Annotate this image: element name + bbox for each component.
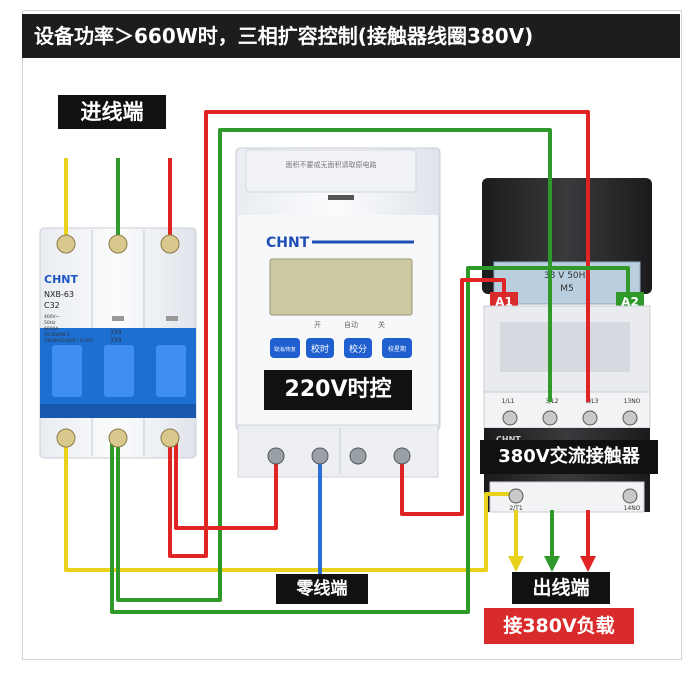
contactor-terminal-label: 5/L3 xyxy=(586,398,599,405)
wire-green-to-contactor xyxy=(116,128,552,602)
contactor-slider xyxy=(500,322,630,372)
breaker-spec-line: GB10963.1 xyxy=(44,338,69,344)
contactor-terminal-label: 3/L2 xyxy=(546,398,559,405)
terminal-screws xyxy=(56,234,638,504)
timer-button-week[interactable] xyxy=(382,338,412,358)
breaker-brand: CHNT xyxy=(44,273,78,286)
wire-red-to-coil-a1 xyxy=(400,278,506,516)
wire-red-to-contactor xyxy=(168,110,590,558)
breaker-spec-line: 6000A xyxy=(44,326,59,332)
wire-green-to-coil-a2 xyxy=(110,266,630,614)
screw-icon xyxy=(542,410,558,426)
screw-icon xyxy=(160,428,180,448)
timer-status-label: 自动 xyxy=(344,320,358,329)
timer-button-label: 校星期 xyxy=(388,345,406,353)
label-incoming: 进线端 xyxy=(58,95,166,129)
breaker-pole-mark: 333 xyxy=(110,337,122,344)
timer-button-hour[interactable] xyxy=(306,338,334,358)
breaker-pole-mark: 333 xyxy=(110,329,122,336)
breaker-rating: C32 xyxy=(44,301,60,310)
wires xyxy=(64,110,630,614)
breaker-spec-line: IEC60898-1 xyxy=(44,332,70,338)
timer-latch xyxy=(328,195,354,200)
label-contactor: 380V交流接触器 xyxy=(480,440,658,474)
timer-header-text: 面积不要或无面积请取原电路 xyxy=(286,160,377,169)
arrow-down-icon xyxy=(544,556,560,572)
contactor-terminal-label: 1/L1 xyxy=(502,398,515,405)
timer-buttons: 取消/恢复 校时 校分 校星期 xyxy=(270,338,412,358)
screw-icon xyxy=(108,234,128,254)
timer-brand: CHNT xyxy=(266,235,310,251)
arrow-down-icon xyxy=(580,556,596,572)
breaker-indicator xyxy=(166,316,178,321)
breaker-spec-line: 50Hz xyxy=(44,320,56,326)
screw-icon xyxy=(56,234,76,254)
screw-icon xyxy=(508,488,524,504)
timer-button-label: 校分 xyxy=(349,343,367,355)
breaker-model: NXB-63 xyxy=(44,290,74,299)
wire-red-to-timer xyxy=(174,438,278,530)
screw-icon xyxy=(267,447,285,465)
timer-lcd xyxy=(269,258,413,316)
label-timer: 220V时控 xyxy=(264,370,412,410)
timer-status-label: 开 xyxy=(314,321,321,329)
screw-icon xyxy=(622,488,638,504)
contactor-model: M5 xyxy=(560,284,574,294)
contactor-terminal-label: 2/T1 xyxy=(509,505,523,512)
contactor-terminal-label: 13NO xyxy=(624,398,641,405)
timer-button-label: 校时 xyxy=(311,343,329,355)
arrow-down-icon xyxy=(508,556,524,572)
title-banner: 设备功率＞660W时，三相扩容控制(接触器线圈380V) xyxy=(22,14,680,58)
breaker-handle xyxy=(104,345,134,397)
circuit-breaker: CHNT NXB-63 C32 400V~ 50Hz 6000A IEC6089… xyxy=(39,227,197,459)
time-controller: 面积不要或无面积请取原电路 CHNT 开 自动 关 取消/恢复 校时 校分 校星… xyxy=(235,147,441,478)
screw-icon xyxy=(108,428,128,448)
breaker-handle xyxy=(52,345,82,397)
screw-icon xyxy=(349,447,367,465)
breaker-spec-line: 400V~ xyxy=(44,314,60,320)
contactor-rating: 38 V 50Hz xyxy=(544,271,591,281)
breaker-handle-base xyxy=(40,404,196,418)
timer-status-label: 关 xyxy=(378,320,385,329)
screw-icon xyxy=(311,447,329,465)
timer-button-minute[interactable] xyxy=(344,338,372,358)
timer-button-label: 取消/恢复 xyxy=(274,346,296,353)
screw-icon xyxy=(393,447,411,465)
wire-yellow-to-contactor xyxy=(64,438,512,572)
timer-button-cancel[interactable] xyxy=(270,338,300,358)
contactor-terminal-label: 14NO xyxy=(624,505,641,512)
screw-icon xyxy=(160,234,180,254)
breaker-handle xyxy=(156,345,186,397)
contactor-bottom-brand: CHNT xyxy=(496,435,521,444)
breaker-switch-text: I ON / O OFF xyxy=(66,338,94,344)
label-load: 接380V负载 xyxy=(484,608,634,644)
screw-icon xyxy=(582,410,598,426)
breaker-indicator xyxy=(112,316,124,321)
screw-icon xyxy=(56,428,76,448)
label-outgoing: 出线端 xyxy=(512,572,610,604)
timer-top-cover xyxy=(245,149,417,193)
label-neutral: 零线端 xyxy=(276,574,368,604)
screw-icon xyxy=(502,410,518,426)
screw-icon xyxy=(622,410,638,426)
breaker-spec-lines: 400V~ 50Hz 6000A IEC60898-1 GB10963.1 xyxy=(44,314,70,344)
